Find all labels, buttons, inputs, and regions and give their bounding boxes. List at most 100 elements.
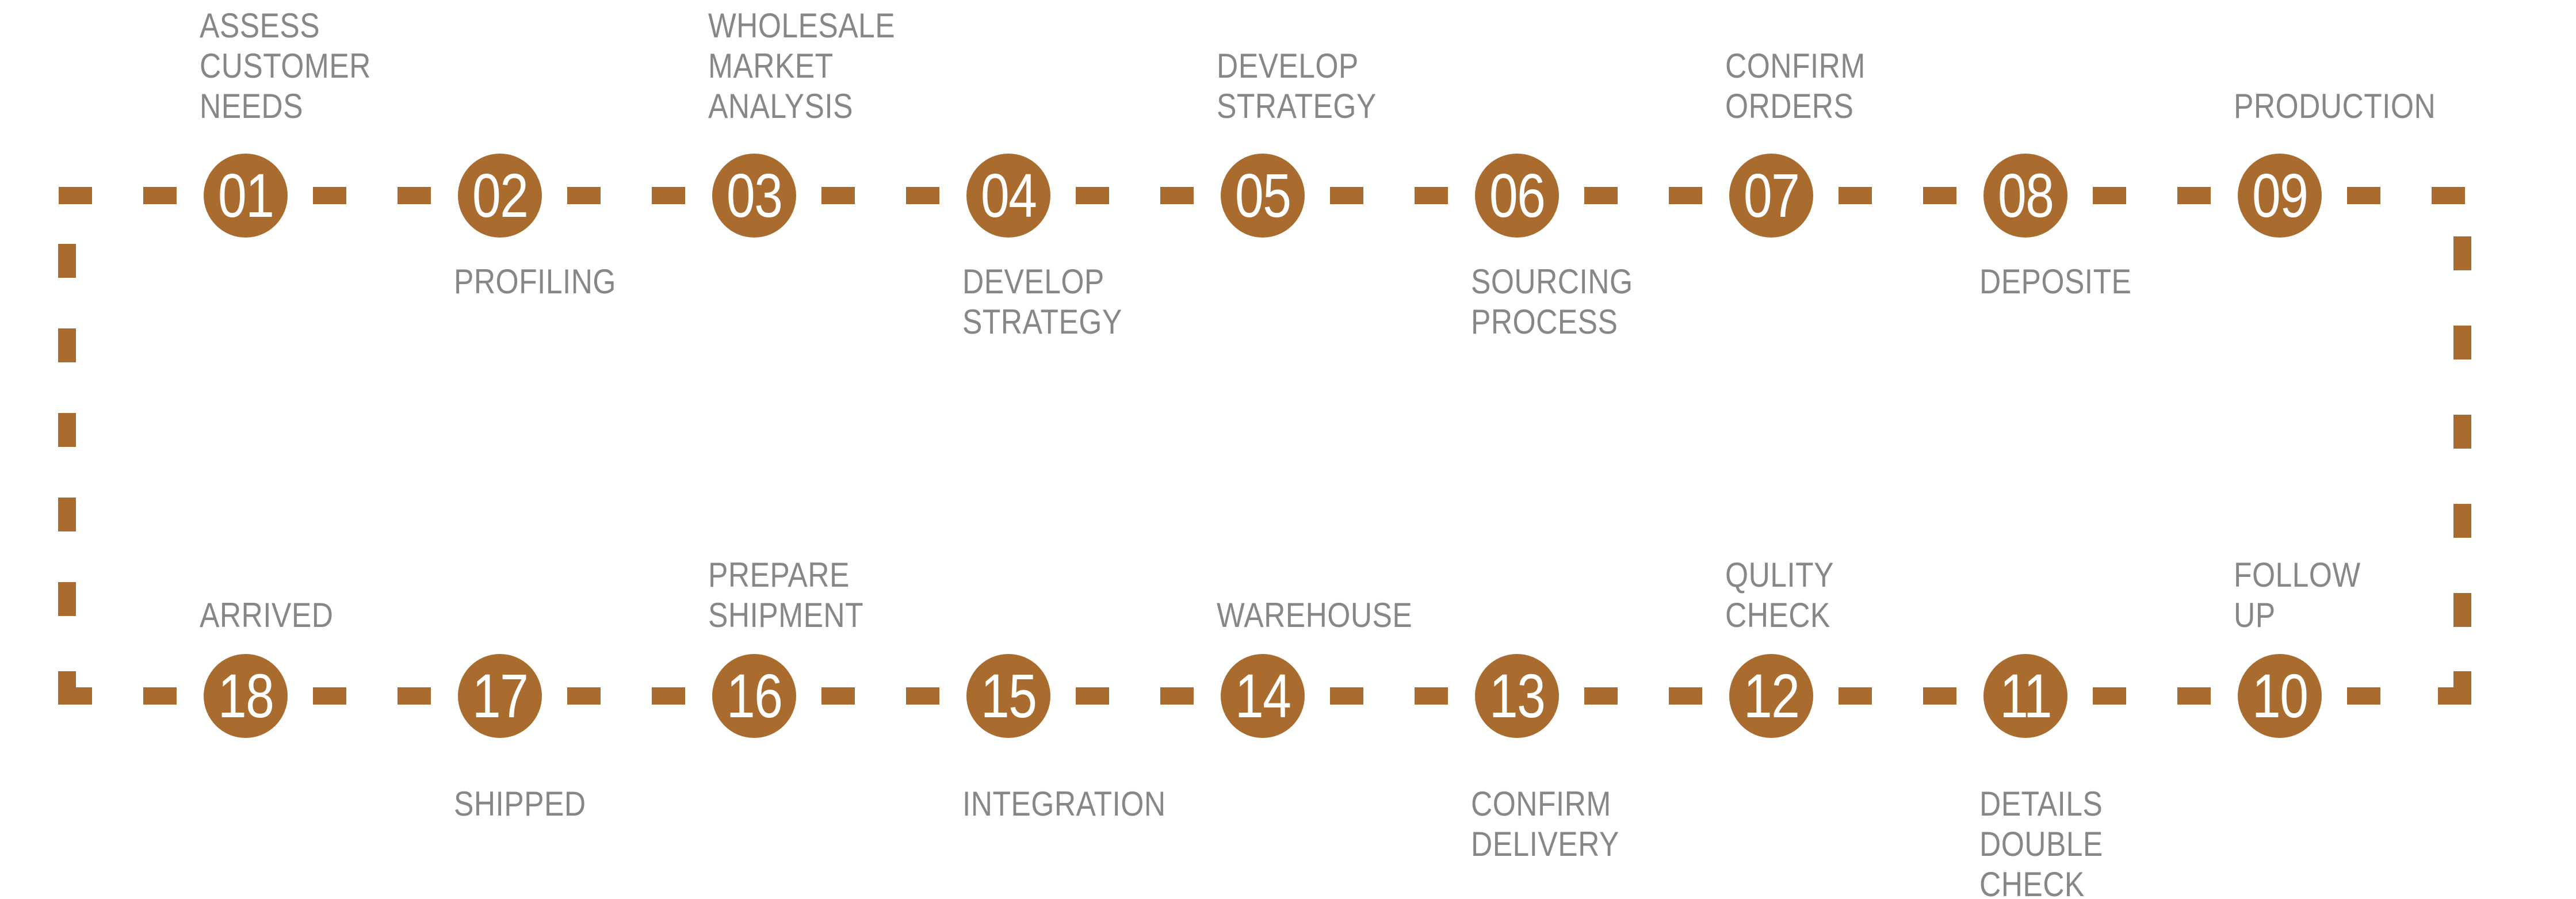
step-15-number: 15 xyxy=(980,661,1037,730)
step-05-number: 05 xyxy=(1235,160,1291,230)
step-03-label: WHOLESALE MARKET ANALYSIS xyxy=(708,6,896,125)
step-05-circle: 05 xyxy=(1221,154,1305,238)
flow-dash-horizontal xyxy=(1076,187,1109,204)
step-01: ASSESS CUSTOMER NEEDS 01 xyxy=(200,6,370,238)
step-03-circle: 03 xyxy=(712,154,796,238)
step-04-number: 04 xyxy=(980,160,1037,230)
step-18-circle: 18 xyxy=(204,654,288,738)
step-05: DEVELOP STRATEGY 05 xyxy=(1217,47,1376,238)
step-15: 15 INTEGRATION xyxy=(962,654,1165,823)
flow-dash-horizontal xyxy=(398,687,431,705)
flow-dash-horizontal xyxy=(1669,687,1702,705)
step-04-circle: 04 xyxy=(966,154,1050,238)
flow-dash-horizontal xyxy=(2177,687,2211,705)
step-16-number: 16 xyxy=(726,661,783,730)
step-02-circle: 02 xyxy=(458,154,542,238)
flow-dash-horizontal xyxy=(398,187,431,204)
flow-dash-horizontal xyxy=(567,687,601,705)
step-13: 13 CONFIRM DELIVERY xyxy=(1471,654,1619,863)
flow-dash-horizontal xyxy=(143,687,177,705)
step-14-number: 14 xyxy=(1235,661,1291,730)
step-05-label: DEVELOP STRATEGY xyxy=(1217,47,1377,125)
flow-dash-vertical xyxy=(2453,326,2471,359)
step-08-circle: 08 xyxy=(1983,154,2067,238)
flow-dash-horizontal xyxy=(2432,187,2465,204)
flow-dash-horizontal xyxy=(143,187,177,204)
flow-dash-horizontal xyxy=(1839,187,1872,204)
step-07-circle: 07 xyxy=(1729,154,1813,238)
flow-dash-horizontal xyxy=(652,687,685,705)
step-02-number: 02 xyxy=(472,160,529,230)
flow-dash-horizontal xyxy=(821,687,855,705)
flow-dash-horizontal xyxy=(2347,687,2380,705)
step-01-circle: 01 xyxy=(204,154,288,238)
step-10: FOLLOW UP 10 xyxy=(2234,556,2360,738)
step-11: 11 DETAILS DOUBLE CHECK xyxy=(1979,654,2103,899)
flow-dash-horizontal xyxy=(906,187,939,204)
step-04-label: DEVELOP STRATEGY xyxy=(962,262,1122,341)
flow-dash-horizontal xyxy=(1076,687,1109,705)
step-09-number: 09 xyxy=(2252,160,2309,230)
step-06-number: 06 xyxy=(1489,160,1546,230)
flow-dash-horizontal xyxy=(1330,687,1363,705)
flow-corner-dash xyxy=(2438,687,2471,705)
step-13-number: 13 xyxy=(1489,661,1546,730)
step-01-label: ASSESS CUSTOMER NEEDS xyxy=(200,6,371,125)
flow-dash-vertical xyxy=(58,413,76,447)
step-12-circle: 12 xyxy=(1729,654,1813,738)
flow-dash-horizontal xyxy=(1415,687,1448,705)
flow-dash-horizontal xyxy=(2177,187,2211,204)
step-17-label: SHIPPED xyxy=(454,785,586,823)
step-08-number: 08 xyxy=(1997,160,2054,230)
step-17-circle: 17 xyxy=(458,654,542,738)
flow-dash-horizontal xyxy=(1160,687,1194,705)
step-17-number: 17 xyxy=(472,661,529,730)
flow-dash-horizontal xyxy=(1584,187,1618,204)
flow-dash-vertical xyxy=(58,244,76,278)
step-13-circle: 13 xyxy=(1475,654,1559,738)
flow-dash-vertical xyxy=(58,582,76,616)
step-02-label: PROFILING xyxy=(454,262,616,301)
step-07-number: 07 xyxy=(1743,160,1800,230)
step-09-label: PRODUCTION xyxy=(2234,87,2436,125)
step-04: 04 DEVELOP STRATEGY xyxy=(962,154,1122,341)
flow-dash-vertical xyxy=(58,328,76,362)
step-11-number: 11 xyxy=(2000,661,2052,730)
step-12-number: 12 xyxy=(1743,661,1800,730)
step-10-circle: 10 xyxy=(2238,654,2322,738)
flow-dash-vertical xyxy=(2453,236,2471,270)
flow-dash-horizontal xyxy=(59,187,92,204)
step-02: 02 PROFILING xyxy=(454,154,616,301)
step-16-circle: 16 xyxy=(712,654,796,738)
step-14-circle: 14 xyxy=(1221,654,1305,738)
step-03-number: 03 xyxy=(726,160,783,230)
step-08-label: DEPOSITE xyxy=(1979,262,2132,301)
step-18: ARRIVED 18 xyxy=(200,596,333,738)
step-07-label: CONFIRM ORDERS xyxy=(1725,47,1866,125)
flow-dash-horizontal xyxy=(313,687,346,705)
flow-dash-horizontal xyxy=(1415,187,1448,204)
step-12: QULITY CHECK 12 xyxy=(1725,556,1834,738)
step-16-label: PREPARE SHIPMENT xyxy=(708,556,864,634)
flow-dash-vertical xyxy=(2453,504,2471,538)
step-01-number: 01 xyxy=(217,160,274,230)
step-11-circle: 11 xyxy=(1983,654,2067,738)
step-18-number: 18 xyxy=(217,661,274,730)
flow-dash-horizontal xyxy=(2093,687,2126,705)
flow-top-row: ASSESS CUSTOMER NEEDS 01 02 PROFILING WH… xyxy=(0,6,2576,341)
step-14-label: WAREHOUSE xyxy=(1217,596,1413,634)
step-17: 17 SHIPPED xyxy=(454,654,586,823)
step-08: 08 DEPOSITE xyxy=(1979,154,2131,301)
step-09: PRODUCTION 09 xyxy=(2234,87,2436,238)
flow-dash-horizontal xyxy=(652,187,685,204)
step-15-circle: 15 xyxy=(966,654,1050,738)
step-06: 06 SOURCING PROCESS xyxy=(1471,154,1633,341)
flow-dash-horizontal xyxy=(2347,187,2380,204)
flow-dash-horizontal xyxy=(567,187,601,204)
step-03: WHOLESALE MARKET ANALYSIS 03 xyxy=(708,6,895,238)
flow-dash-vertical xyxy=(2453,593,2471,627)
flow-dash-vertical xyxy=(2453,415,2471,449)
step-11-label: DETAILS DOUBLE CHECK xyxy=(1979,785,2103,899)
step-16: PREPARE SHIPMENT 16 xyxy=(708,556,863,738)
flow-dash-horizontal xyxy=(1330,187,1363,204)
